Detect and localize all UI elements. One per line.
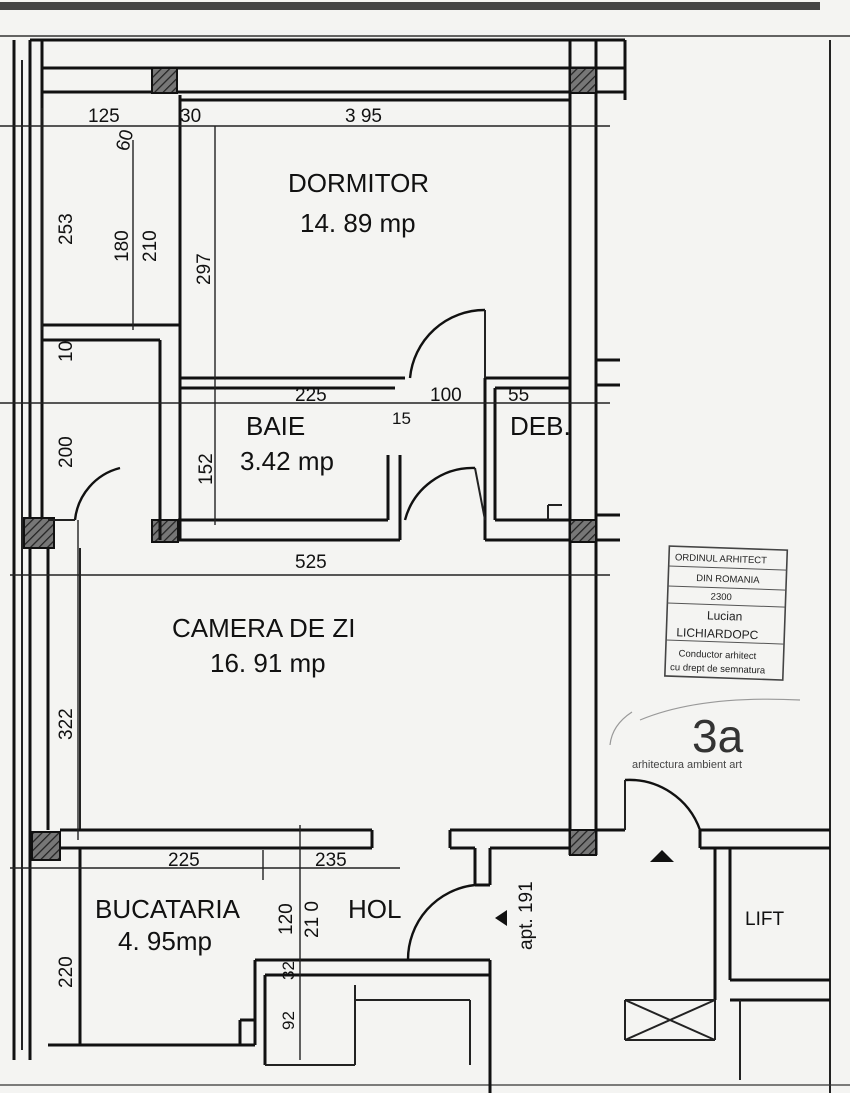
stamp-line-2: DIN ROMANIA (696, 573, 760, 586)
dim-210-hol: 21 0 (302, 901, 323, 938)
structural-columns (23, 67, 597, 861)
studio-logo: 3a arhitectura ambient art (609, 698, 801, 771)
dim-235: 235 (315, 850, 347, 871)
room-camera-area: 16. 91 mp (210, 648, 326, 678)
stamp-line-1: ORDINUL ARHITECT (675, 552, 768, 566)
room-hol-name: HOL (348, 894, 401, 924)
room-deb-name: DEB. (510, 411, 571, 441)
door-swings (48, 308, 702, 961)
dim-100: 100 (430, 385, 462, 406)
dim-220: 220 (56, 956, 77, 988)
room-baie-name: BAIE (246, 411, 305, 441)
logo-subtitle: arhitectura ambient art (632, 759, 742, 771)
dim-32: 32 (279, 961, 298, 980)
dim-225-kitchen: 225 (168, 850, 200, 871)
dimension-lines (0, 108, 610, 1060)
stair-arrow-icon (650, 850, 674, 862)
room-bucataria-area: 4. 95mp (118, 926, 212, 956)
dim-525: 525 (295, 552, 327, 573)
logo-mark: 3a (692, 710, 744, 762)
exterior-walls (12, 38, 627, 1060)
dimension-labels: 125 30 3 95 60 253 180 210 297 10 225 15… (56, 106, 529, 1030)
dim-60: 60 (113, 127, 139, 153)
stamp-line-5: LICHIARDOPC (676, 625, 759, 642)
dim-30: 30 (180, 106, 201, 127)
room-dormitor-area: 14. 89 mp (300, 208, 416, 238)
dim-125: 125 (88, 106, 120, 127)
dim-297: 297 (194, 253, 215, 285)
dim-120: 120 (276, 903, 297, 935)
stamp-line-4: Lucian (707, 608, 743, 623)
dim-92: 92 (279, 1011, 298, 1030)
dim-152: 152 (196, 453, 217, 485)
room-labels: DORMITOR 14. 89 mp BAIE 3.42 mp DEB. CAM… (95, 168, 784, 956)
architect-stamp: ORDINUL ARHITECT DIN ROMANIA 2300 Lucian… (664, 545, 789, 681)
interior-walls (42, 323, 830, 1093)
apartment-number: apt. 191 (516, 881, 537, 950)
room-bucataria-name: BUCATARIA (95, 894, 241, 924)
dim-253: 253 (56, 213, 77, 245)
room-lift-name: LIFT (745, 909, 784, 930)
dim-10: 10 (56, 341, 77, 362)
dim-225-bath: 225 (295, 385, 327, 406)
dim-200: 200 (56, 436, 77, 468)
entrance-arrow-icon (495, 910, 507, 926)
dim-55: 55 (508, 385, 529, 406)
room-dormitor-name: DORMITOR (288, 168, 429, 198)
dim-15: 15 (392, 409, 411, 428)
dim-210: 210 (140, 230, 161, 262)
dim-180: 180 (112, 230, 133, 262)
stamp-line-3: 2300 (710, 591, 732, 603)
dim-395: 3 95 (345, 106, 382, 127)
stamp-line-6: Conductor arhitect (678, 648, 756, 662)
room-baie-area: 3.42 mp (240, 446, 334, 476)
stamp-line-7: cu drept de semnatura (670, 662, 766, 676)
room-camera-name: CAMERA DE ZI (172, 613, 355, 643)
apartment-marker: apt. 191 (495, 850, 674, 950)
dim-322: 322 (56, 708, 77, 740)
